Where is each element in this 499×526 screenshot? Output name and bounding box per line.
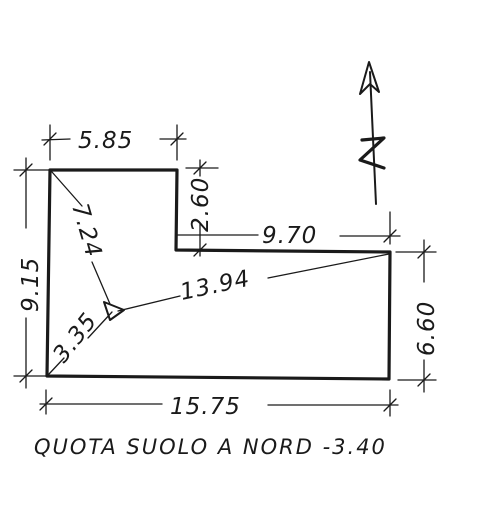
dimension-notch-height: 2.60 (185, 159, 219, 257)
dimension-top-width: 5.85 (41, 124, 187, 161)
label-right-height: 6.60 (414, 301, 440, 356)
label-diagonal-lower: 3.35 (48, 308, 102, 368)
label-bottom-width: 15.75 (170, 394, 241, 420)
north-arrow-icon (358, 61, 386, 205)
survey-point-triangle-icon (103, 301, 125, 321)
dimension-right-height: 6.60 (395, 239, 440, 393)
label-left-height: 9.15 (18, 257, 44, 312)
dimension-right-upper-width: 9.70 (175, 211, 401, 249)
label-diagonal-upper: 7.24 (66, 200, 106, 260)
label-right-upper-width: 9.70 (262, 223, 317, 249)
label-diagonal-long: 13.94 (178, 266, 253, 306)
dimension-left-height: 9.15 (13, 157, 59, 389)
caption-ground-level: QUOTA SUOLO A NORD -3.40 (34, 435, 387, 459)
label-top-width: 5.85 (78, 128, 133, 154)
dimension-bottom-width: 15.75 (39, 389, 399, 420)
diagonal-measurements: 7.24 3.35 13.94 (48, 171, 390, 375)
label-notch-height: 2.60 (188, 177, 214, 232)
